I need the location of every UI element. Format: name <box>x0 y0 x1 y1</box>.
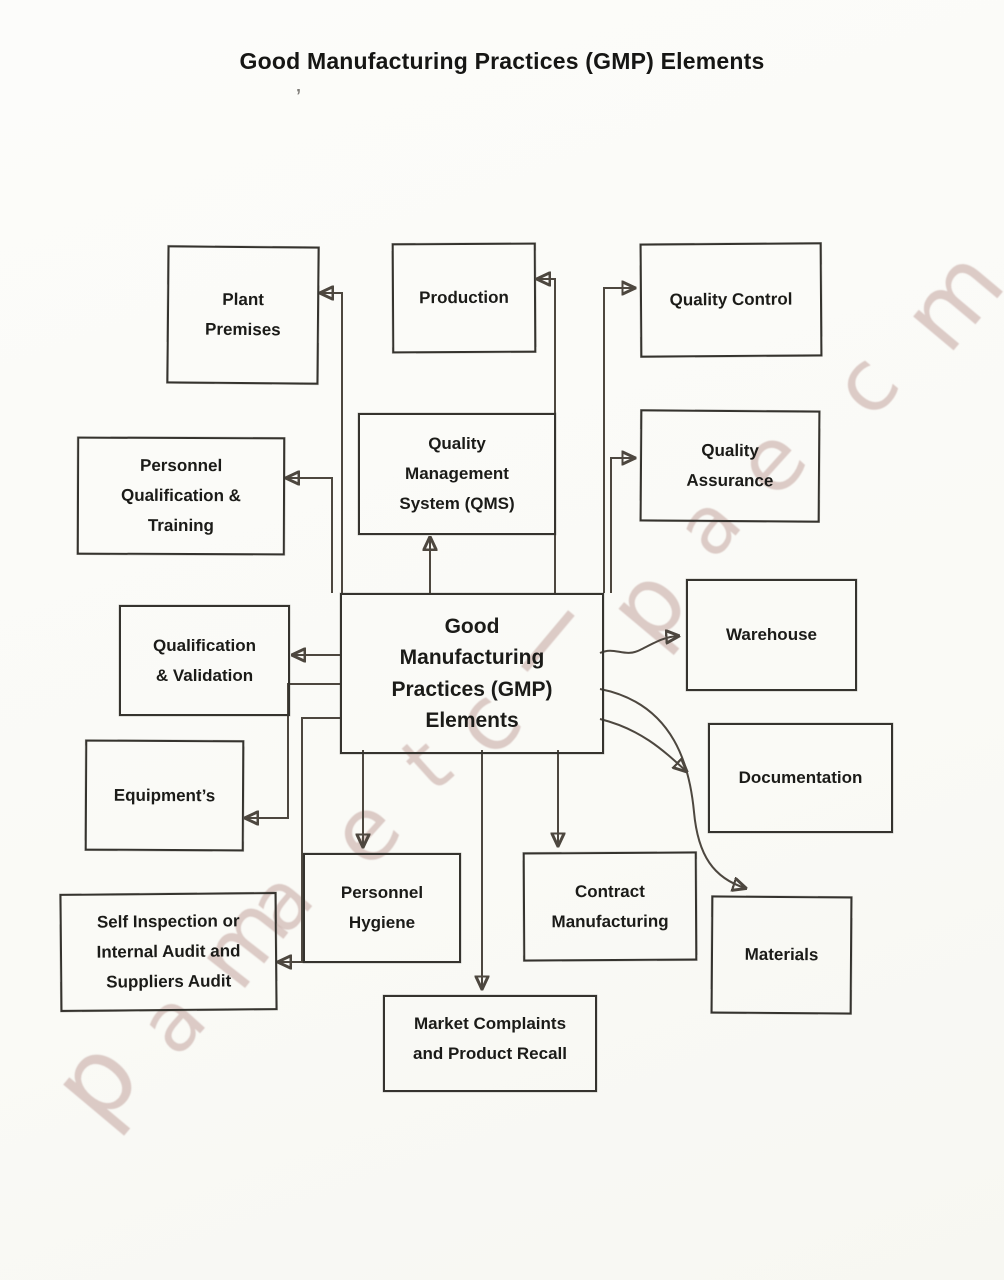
node-personnel-qualification-training: Personnel Qualification & Training <box>76 436 286 556</box>
node-qualification-validation: Qualification & Validation <box>119 605 290 716</box>
node-production: Production <box>391 242 537 354</box>
node-self-inspection: Self Inspection or Internal Audit and Su… <box>59 892 278 1012</box>
node-plant-premises: Plant Premises <box>166 245 320 385</box>
edge-center-to-plant-premises <box>321 293 343 593</box>
watermark-letter: c <box>812 334 920 436</box>
node-gmp-elements: Good Manufacturing Practices (GMP) Eleme… <box>340 593 604 754</box>
node-quality-management-system: Quality Management System (QMS) <box>358 413 556 535</box>
node-quality-control: Quality Control <box>639 242 823 358</box>
node-documentation: Documentation <box>708 723 893 833</box>
watermark-letter: m <box>879 228 1004 372</box>
node-quality-assurance: Quality Assurance <box>639 409 821 523</box>
node-warehouse: Warehouse <box>686 579 857 691</box>
node-materials: Materials <box>710 895 853 1015</box>
edge-center-to-warehouse <box>599 636 678 654</box>
page-title: Good Manufacturing Practices (GMP) Eleme… <box>239 48 765 74</box>
node-personnel-hygiene: Personnel Hygiene <box>303 853 461 963</box>
edge-center-to-documentation <box>599 718 686 771</box>
edge-center-to-quality-control <box>603 288 634 593</box>
edge-center-to-personnel-qualification <box>287 478 333 593</box>
watermark-letter: p <box>26 1015 164 1145</box>
edge-center-to-quality-assurance <box>610 458 634 593</box>
node-equipments: Equipment’s <box>84 739 245 852</box>
node-contract-manufacturing: Contract Manufacturing <box>522 851 698 962</box>
node-market-complaints-recall: Market Complaints and Product Recall <box>383 995 597 1092</box>
stray-pen-mark: ’ <box>296 86 302 106</box>
